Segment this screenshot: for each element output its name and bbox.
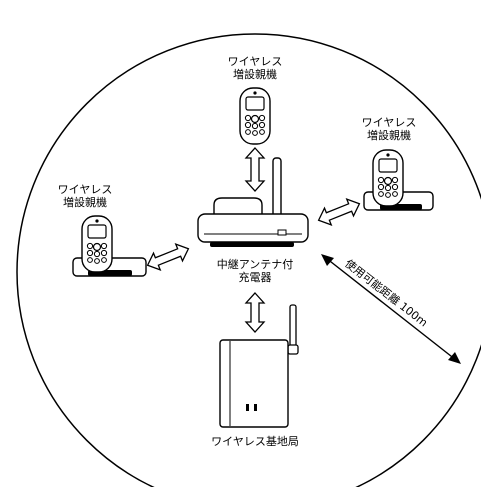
charger-label: 中継アンテナ付 充電器	[200, 258, 310, 284]
coverage-range-circle	[16, 33, 481, 491]
wireless-base-station	[219, 304, 299, 428]
relay-antenna-charger	[197, 157, 309, 247]
handset-top-label-line1: ワイヤレス	[227, 55, 283, 68]
base-station-antenna	[289, 304, 297, 352]
handset-right-label: ワイヤレス 増設親機	[354, 116, 424, 142]
handset-left	[72, 215, 147, 277]
link-arrow-bottom	[244, 292, 266, 333]
base-station-label: ワイヤレス基地局	[190, 435, 320, 448]
range-indicator: 使用可能距離 100m	[321, 254, 461, 364]
handset-top-label: ワイヤレス 増設親機	[220, 55, 290, 81]
link-arrow-left	[146, 243, 190, 271]
base-station-body	[219, 339, 289, 428]
handset-right-label-line2: 増設親機	[367, 129, 411, 142]
handset-right-label-line1: ワイヤレス	[361, 116, 417, 129]
handset-top	[239, 87, 271, 145]
charger-label-line2: 充電器	[238, 271, 272, 284]
handset-left-label-line2: 増設親機	[63, 196, 107, 209]
handset-left-label-line1: ワイヤレス	[57, 183, 113, 196]
handset-right	[363, 149, 434, 211]
base-station-label-text: ワイヤレス基地局	[211, 435, 299, 448]
range-distance-label: 使用可能距離 100m	[342, 256, 430, 329]
handset-left-label: ワイヤレス 増設親機	[50, 183, 120, 209]
handset-top-label-line2: 増設親機	[233, 68, 277, 81]
link-arrow-right	[317, 198, 361, 226]
charger-label-line1: 中継アンテナ付	[216, 258, 294, 271]
charger-base	[197, 213, 309, 243]
link-arrow-top	[244, 147, 266, 192]
